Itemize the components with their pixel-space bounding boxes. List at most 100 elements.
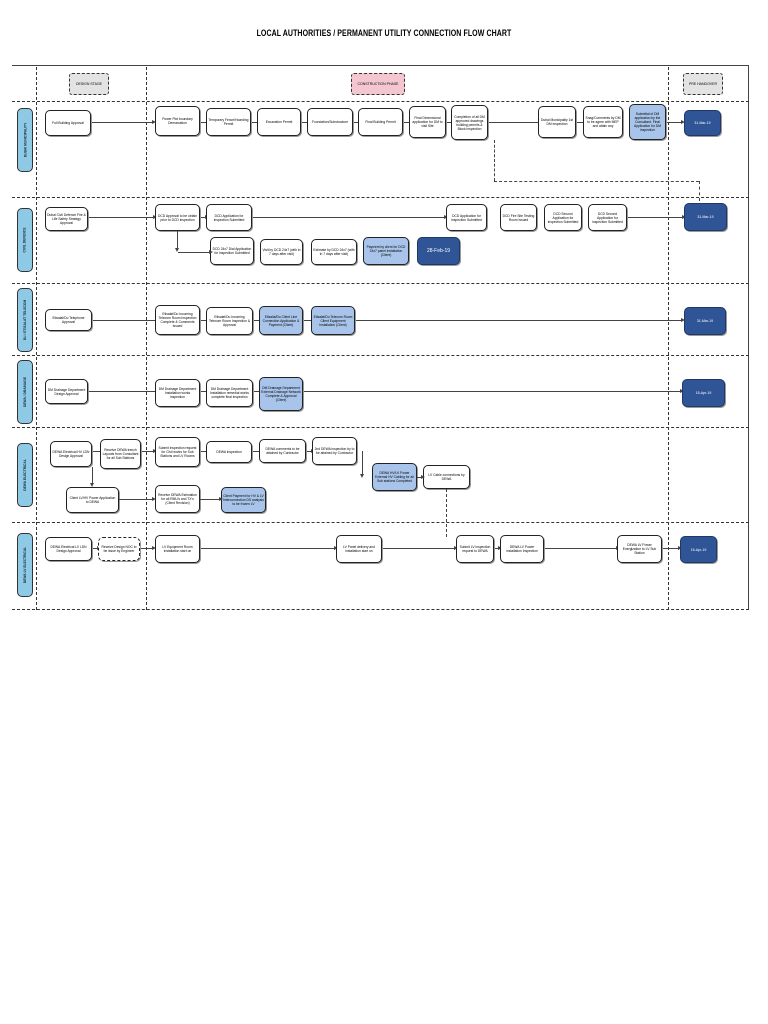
return-loop <box>494 140 495 181</box>
process-step: Submit inspection request for Civil work… <box>155 437 200 467</box>
milestone-date: 28-Feb-19 <box>417 237 460 265</box>
milestone-date: 31-Mar-19 <box>684 203 727 231</box>
row-separator <box>12 283 749 284</box>
process-step: DEWA LV Power Energization to LV Sub Sta… <box>617 535 662 563</box>
process-step: DEWA LV Power installation Inspection <box>500 535 544 563</box>
flow-arrow <box>666 120 685 124</box>
flow-arrow <box>200 546 338 550</box>
flow-arrow <box>178 250 213 254</box>
process-step: LV Cable connections by DEWA <box>423 465 470 489</box>
process-step: Excavation Permit <box>257 108 301 136</box>
process-step: Temporary Fence/Hoarding Permit <box>206 108 251 136</box>
page-title: LOCAL AUTHORITIES / PERMANENT UTILITY CO… <box>256 28 512 38</box>
process-step: Foundation/Substructure <box>307 108 353 136</box>
row-separator <box>12 609 749 610</box>
process-step: Etisalat/Du Telecom Room Client Equipmen… <box>311 306 355 335</box>
process-step: DCD Fire Site Testing Room Issued <box>500 204 537 231</box>
flow-arrow <box>119 497 156 501</box>
row-separator <box>12 355 749 356</box>
process-step: Submit LV inspection request to DEWA <box>456 535 494 563</box>
process-step: Visit by DCD 24x7 (with in 7 days after … <box>260 239 303 265</box>
flow-arrow-down <box>90 467 94 487</box>
flow-arrow <box>494 546 502 550</box>
process-step: LV Panel delivery and installation start… <box>336 535 382 563</box>
flow-arrow <box>417 475 425 479</box>
frame-right-border <box>748 65 749 610</box>
row-separator <box>12 197 749 198</box>
process-step: Dubai Municipality 1st DM inspection <box>538 106 576 138</box>
lane-label-telecom: DU / ETISALAT TELECOM <box>17 288 33 352</box>
process-step: DEWA comments to be attained by Contract… <box>259 439 306 463</box>
process-step: Dubai Civil Defence Fire & Life Safety S… <box>45 207 88 231</box>
process-step: 2nd DEWA inspection by to be attained by… <box>312 437 357 465</box>
flow-arrow <box>544 546 620 550</box>
design-divider <box>146 67 147 610</box>
process-step: DM Drainage Department Installation reme… <box>206 379 253 407</box>
lane-divider <box>36 67 37 610</box>
process-step: DCD Second Application for inspection Su… <box>588 204 627 231</box>
flow-arrow <box>662 546 682 550</box>
process-step: DM Drainage Department Installation work… <box>155 379 200 407</box>
flow-arrow <box>200 497 223 501</box>
process-step: Snag/Comments by DM to be agree with MEP… <box>583 106 623 138</box>
process-step: DEWA Electrical LV LDN Design Approval <box>45 537 92 561</box>
process-step: DCD Approval to be obtain prior to DCD i… <box>155 204 200 231</box>
process-step: Final Building Permit <box>358 108 403 136</box>
milestone-date: 31-Mar-19 <box>684 307 726 335</box>
lane-label-dewa-lv: DEWA LV ELECTRICAL <box>17 533 33 597</box>
process-step: Etisalat/Du Incoming Telecom Room Inspec… <box>155 305 200 335</box>
process-step: DM Drainage Department Design Approval <box>45 379 88 404</box>
milestone-date: 15-Apr-19 <box>680 536 717 563</box>
process-step: Full Building Approval <box>45 110 91 136</box>
flow-arrow <box>252 215 448 219</box>
row-separator <box>12 522 749 523</box>
process-step: Etisalat/Du Incoming Telecom Room Inspec… <box>206 307 253 335</box>
process-step: Etisalat/Du Telephone Approval <box>45 309 92 331</box>
process-step: Completion of all DM approved drawings b… <box>451 105 488 140</box>
process-step: Receive DEWA trench Layouts from Consult… <box>100 439 141 469</box>
process-step: DEWA inspection <box>206 441 252 463</box>
handover-divider <box>668 67 669 610</box>
process-step: Power Plot boundary Demarcation <box>155 106 200 136</box>
process-step: Receive Design NOC to be issue by Engine… <box>98 537 140 561</box>
process-step: DCD Application for inspection Submitted <box>206 204 252 231</box>
row-separator <box>12 101 749 102</box>
flow-arrow <box>88 215 157 219</box>
process-step: DEWA Electrical HV LDN Design Approval <box>50 441 92 467</box>
flow-arrow <box>91 120 156 124</box>
phase-construction: CONSTRUCTION PHASE <box>351 73 405 95</box>
lane-label-municipality: DUBAI MUNICIPALITY <box>17 108 33 172</box>
flow-arrow-down <box>175 231 179 252</box>
flow-arrow <box>140 546 156 550</box>
frame-top-border <box>12 65 749 66</box>
process-step: Client LV/HV Power Application to DEWA <box>66 487 119 513</box>
phase-handover: PRE HANDOVER <box>683 73 723 95</box>
milestone-date: 15-Apr-19 <box>682 379 725 407</box>
lane-label-dewa-electrical: DEWA ELECTRICAL <box>17 443 33 507</box>
process-step: DM Drainage Department External Drainage… <box>259 377 303 411</box>
flow-arrow <box>92 318 685 322</box>
flow-arrow-down <box>360 451 364 478</box>
lane-label-drainage: DEWA / DRAINAGE <box>17 360 33 424</box>
flow-arrow <box>382 546 458 550</box>
process-step: DCD Application for inspection Submitted <box>446 204 487 231</box>
process-step: Receive DEWA Estimation for all RMU's an… <box>155 485 200 513</box>
phase-design: DESIGN STAGE <box>69 73 109 95</box>
process-step: Estimate by DCD 24x7 (with in 7 days aft… <box>311 239 357 265</box>
lane-label-civil-defence: CIVIL DEFENCE <box>17 208 33 272</box>
process-step: Final Dimensional application for DM to … <box>409 106 446 138</box>
process-step: Payment by client for DCD 24x7 panel ins… <box>363 237 409 265</box>
process-step: DCD Second Application for inspection Su… <box>544 204 582 231</box>
flow-arrow <box>627 215 686 219</box>
dependency-link <box>446 489 447 537</box>
process-step: DEWA HV/LV Power External HV Cabling for… <box>372 463 417 491</box>
row-separator <box>12 427 749 428</box>
process-step: Etisalat/Du Client Line Connection Appli… <box>259 306 303 335</box>
process-step: LV Equipment Room installation start on <box>155 535 200 563</box>
return-loop <box>494 181 699 182</box>
process-step: DCD 24x7 Dial Application for inspection… <box>210 237 254 265</box>
process-step: Client Payment for HV & LV Interconnecti… <box>221 487 266 513</box>
process-step: Submittal of DM application by the Consu… <box>629 104 666 140</box>
return-loop <box>699 181 700 201</box>
milestone-date: 31-Mar-19 <box>684 110 721 136</box>
